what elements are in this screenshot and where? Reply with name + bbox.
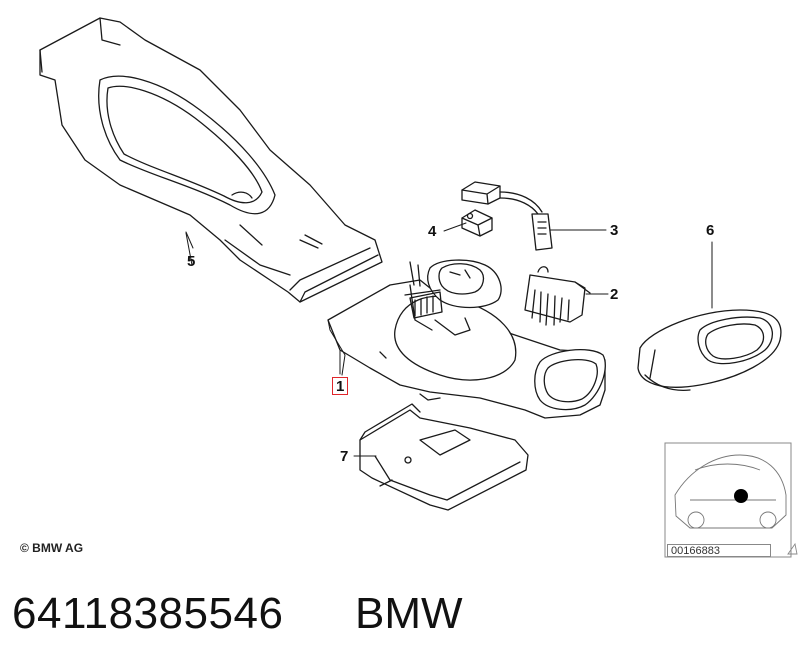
callout-1: 1 [332,377,349,395]
callout-7: 7 [340,448,349,465]
resistor-part-2 [524,266,591,326]
callout-2: 2 [610,286,619,303]
clip-part-4 [461,209,493,237]
callout-5: 5 [187,253,196,270]
cover-plate-part-7 [359,403,529,511]
callout-3: 3 [610,222,619,239]
part-number: 64118385546 [12,589,284,638]
callout-6: 6 [706,222,715,239]
copyright-notice: © BMW AG [20,541,84,555]
brand-name: BMW [355,589,463,638]
thumbnail-code: 00166883 [667,544,771,557]
callout-4: 4 [428,223,437,240]
leader-lines [185,222,713,457]
air-duct-part-5 [39,17,383,303]
blower-housing-part-1 [327,259,606,419]
seal-part-6 [637,309,782,391]
vehicle-location-thumbnail [664,442,792,558]
location-dot [734,489,748,503]
warning-triangle-icon [787,542,798,555]
connector-part-3 [461,181,553,251]
